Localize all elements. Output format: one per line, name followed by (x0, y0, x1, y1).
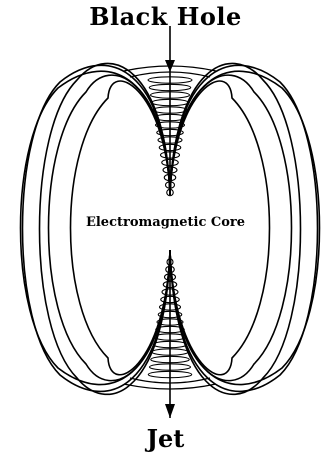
jet-label: Jet (146, 424, 185, 453)
left-field-loop (38, 62, 171, 396)
electromagnetic-core-label: Electromagnetic Core (85, 215, 246, 230)
inflow-arrowhead (165, 60, 175, 72)
right-field-loop (169, 80, 271, 376)
right-field-loop (169, 74, 293, 382)
left-field-loop (69, 80, 171, 376)
left-field-loop (47, 74, 171, 382)
right-field-loop (169, 62, 302, 396)
black-hole-label: Black Hole (89, 2, 242, 31)
left-field-loop (21, 64, 171, 393)
jet-arrowhead (165, 404, 175, 418)
right-field-loop (169, 64, 319, 393)
